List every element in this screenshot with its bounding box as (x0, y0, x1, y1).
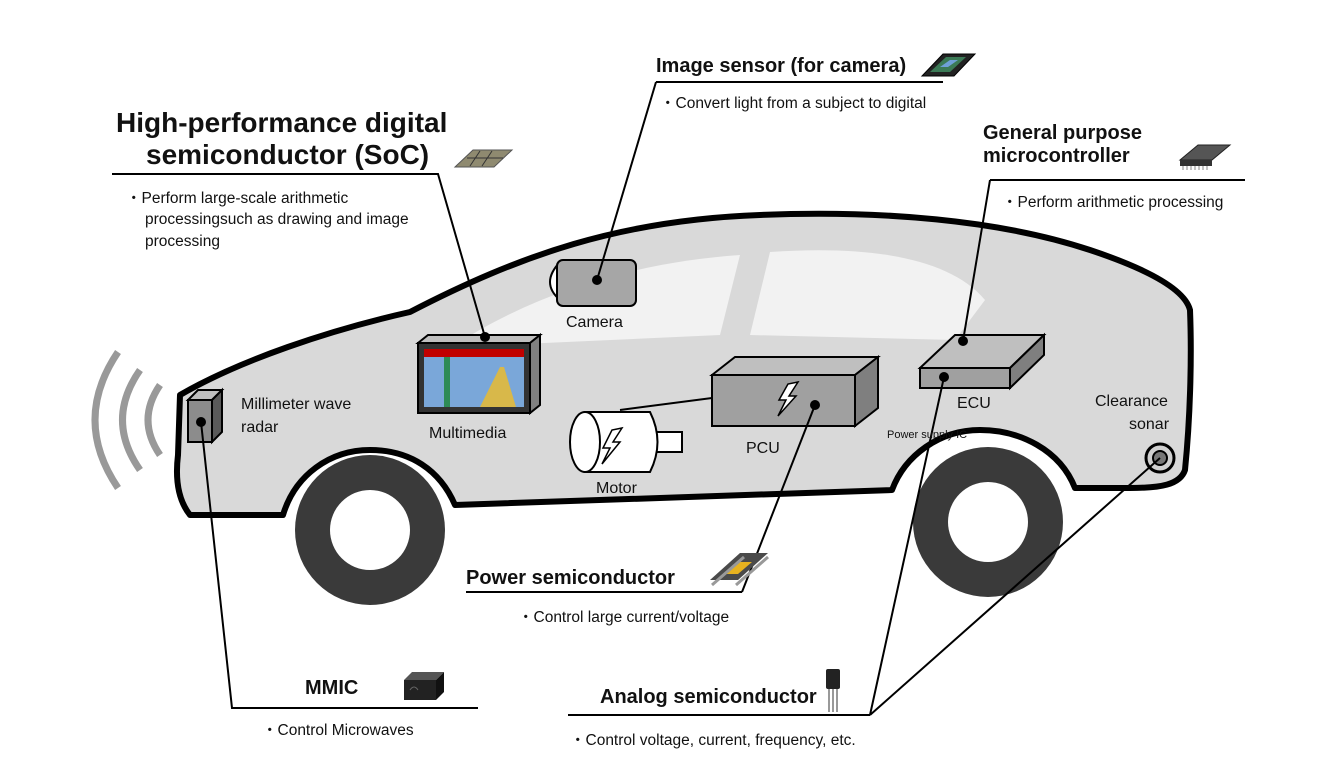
camera-label: Camera (566, 314, 623, 331)
mcu-title-line1: General purpose (983, 122, 1142, 144)
power-chip-icon (710, 553, 769, 587)
multimedia-label: Multimedia (429, 425, 506, 442)
soc-desc-line2: processingsuch as drawing and image (145, 211, 409, 228)
radar-label-line2: radar (241, 419, 279, 436)
microcontroller-chip-icon (1178, 144, 1232, 170)
transistor-icon (826, 669, 840, 712)
sonar-label-line1: Clearance (1095, 393, 1168, 410)
motor (569, 411, 683, 473)
mcu-desc: ・Perform arithmetic processing (1002, 194, 1223, 211)
soc-desc-line3: processing (145, 233, 220, 250)
pcu-label: PCU (746, 440, 780, 457)
leader-lines (112, 81, 1245, 716)
power-supply-ic-label: Power supply IC (887, 429, 967, 441)
image-sensor-title: Image sensor (for camera) (656, 55, 906, 77)
sonar-label-line2: sonar (1129, 416, 1170, 433)
analog-desc: ・Control voltage, current, frequency, et… (570, 732, 856, 749)
image-sensor-desc: ・Convert light from a subject to digital (660, 95, 926, 112)
camera (549, 259, 637, 307)
ecu-label: ECU (957, 395, 991, 412)
soc-chip-icon (453, 149, 514, 168)
rear-wheel (913, 447, 1063, 597)
power-title: Power semiconductor (466, 567, 675, 589)
soc-desc-line1: ・Perform large-scale arithmetic (126, 190, 348, 207)
power-desc: ・Control large current/voltage (518, 609, 729, 626)
mmic-chip-icon (404, 672, 444, 700)
lightning-icon (777, 380, 800, 417)
analog-title: Analog semiconductor (600, 686, 817, 708)
pcu (709, 354, 881, 429)
mmic-desc: ・Control Microwaves (262, 722, 414, 739)
front-wheel (295, 455, 445, 605)
radar-label-line1: Millimeter wave (241, 396, 351, 413)
millimeter-wave-radar (185, 387, 225, 445)
soc-title-line1: High-performance digital (116, 107, 447, 138)
mcu-title-line2: microcontroller (983, 145, 1130, 167)
motor-label: Motor (596, 480, 638, 497)
image-sensor-chip-icon (920, 53, 977, 77)
multimedia-display (415, 332, 543, 416)
soc-title-line2: semiconductor (SoC) (146, 139, 429, 170)
radar-wave-icon (91, 350, 163, 490)
mmic-title: MMIC (305, 677, 358, 699)
lightning-icon (601, 426, 624, 465)
